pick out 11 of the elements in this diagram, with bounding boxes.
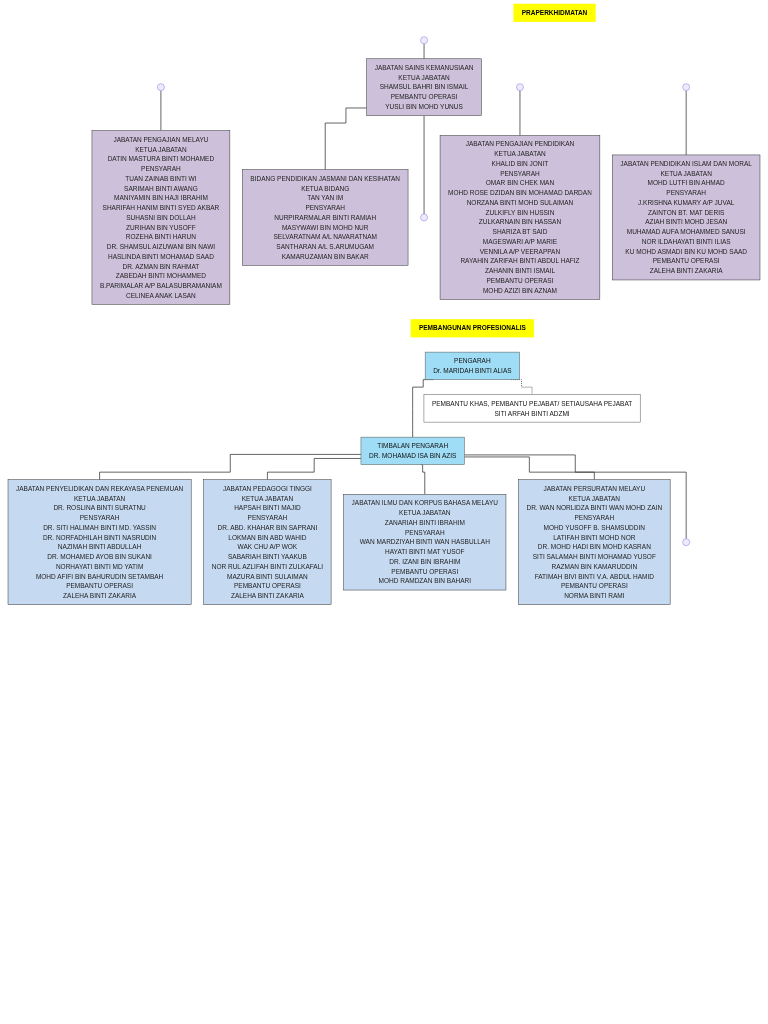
connector xyxy=(464,454,687,540)
connector xyxy=(324,107,368,170)
connector xyxy=(420,464,426,495)
connector xyxy=(423,115,425,215)
connector xyxy=(99,454,362,481)
connector xyxy=(464,456,595,481)
connector xyxy=(519,90,521,136)
connector xyxy=(423,43,425,60)
connector xyxy=(685,90,687,156)
connector xyxy=(267,458,362,481)
connector xyxy=(160,90,162,131)
